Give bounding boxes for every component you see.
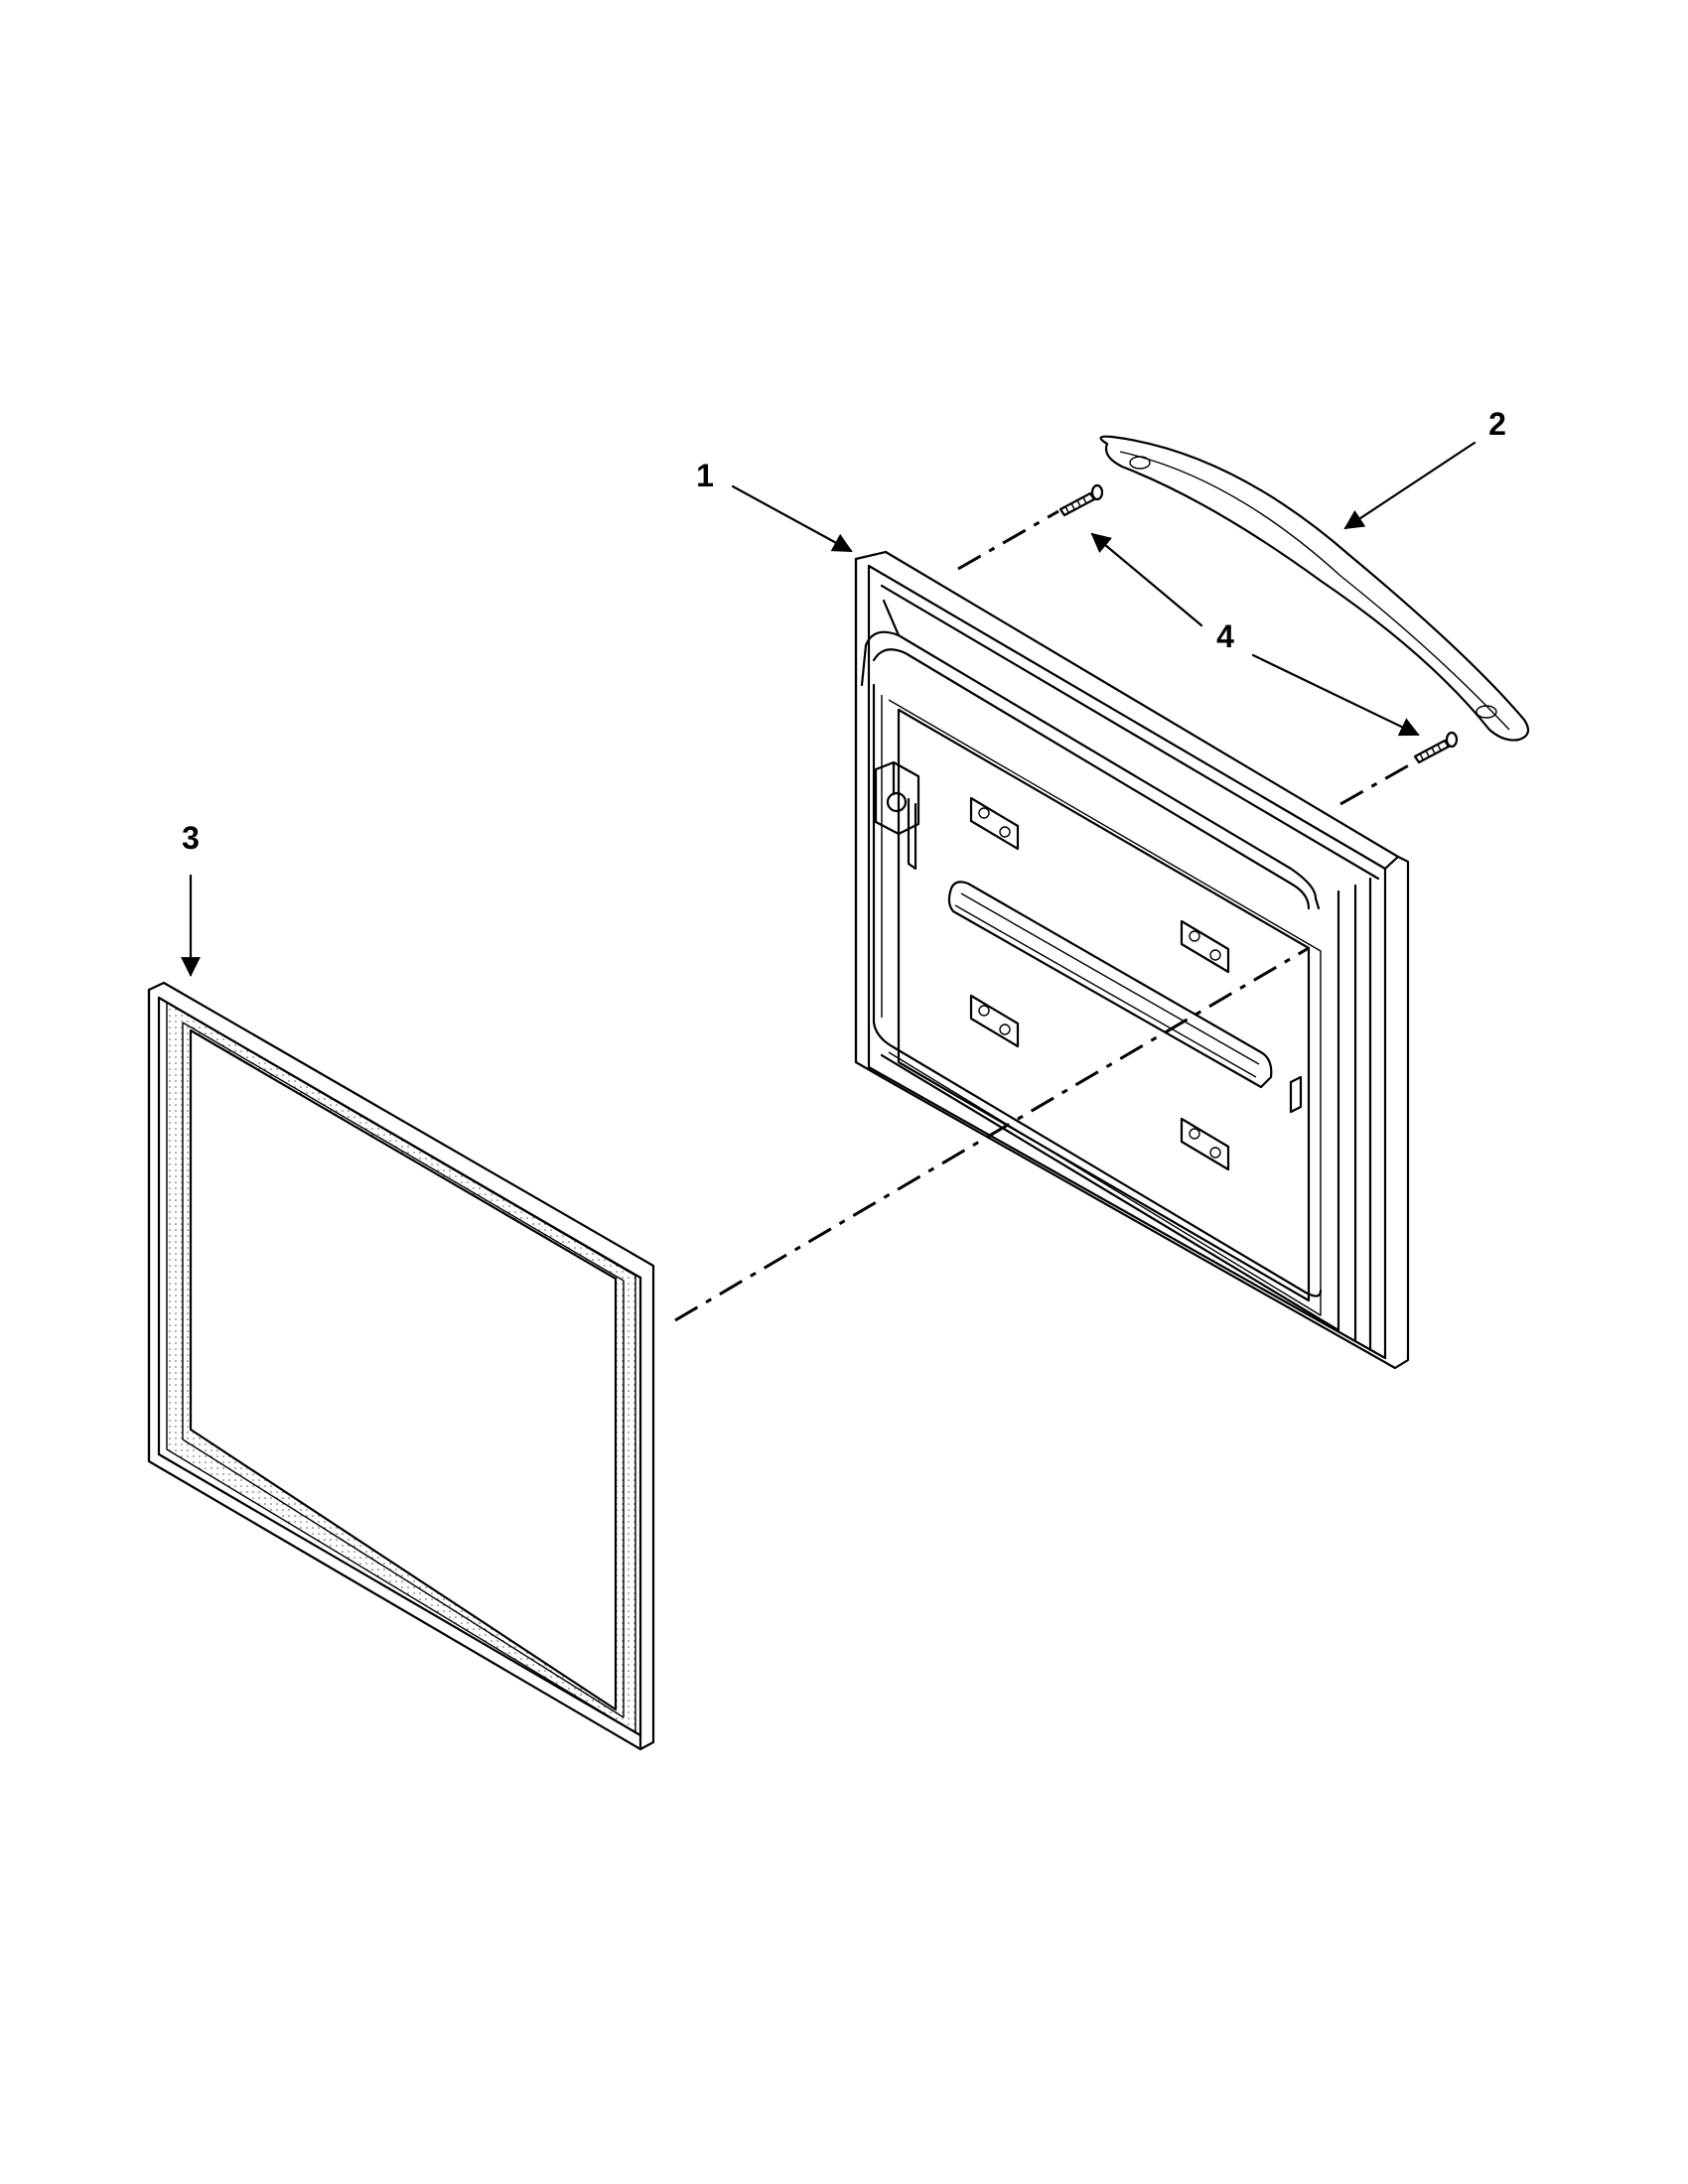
- assembly-line-screw-upper: [957, 509, 1059, 571]
- callout-4: 4: [1216, 618, 1234, 654]
- assembly-line-gasket: [674, 946, 1310, 1322]
- mounting-pad-lower-left: [969, 994, 1020, 1048]
- callout-2: 2: [1488, 406, 1506, 442]
- leader-4a: [1090, 532, 1203, 627]
- door-gasket: [147, 981, 655, 1751]
- inner-rail: [947, 881, 1273, 1089]
- door-assembly: [854, 550, 1410, 1370]
- mounting-pad-upper-left: [969, 796, 1020, 851]
- callout-1: 1: [696, 458, 714, 493]
- hinge-block: [874, 760, 920, 871]
- assembly-line-screw-lower: [1339, 760, 1415, 806]
- screw-lower: [1413, 731, 1459, 764]
- mounting-pad-lower-right: [1180, 1117, 1230, 1171]
- mounting-pad-upper-right: [1180, 919, 1230, 974]
- screw-upper: [1058, 483, 1104, 517]
- leader-1: [731, 484, 853, 553]
- callout-3: 3: [182, 820, 200, 856]
- leader-2: [1343, 441, 1477, 530]
- door-handle: [1099, 435, 1530, 742]
- leader-4b: [1251, 653, 1420, 737]
